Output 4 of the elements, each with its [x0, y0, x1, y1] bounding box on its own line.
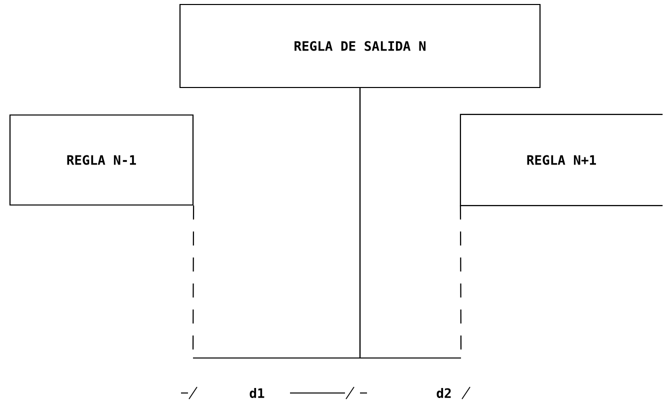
connector: [359, 88, 462, 359]
dimension-label: d2: [436, 388, 451, 398]
rule-box: REGLA N+1: [460, 114, 663, 206]
dimension-label: d1: [250, 388, 264, 398]
